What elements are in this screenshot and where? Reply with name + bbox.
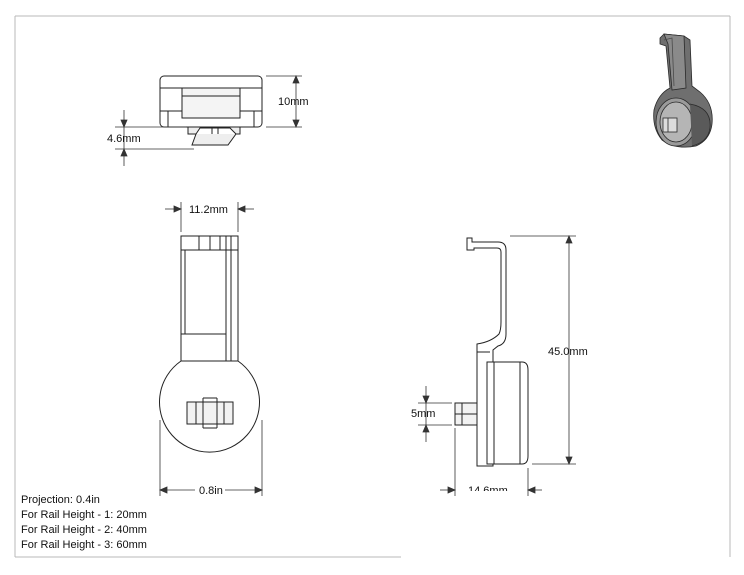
top-view (159, 75, 263, 146)
note-rail-2: For Rail Height - 2: 40mm (21, 524, 147, 536)
dim-wheel-width (158, 420, 264, 496)
dim-peg-height-label: 5mm (411, 408, 435, 420)
note-projection: Projection: 0.4in (21, 494, 100, 506)
dim-top-height (266, 74, 302, 129)
dim-side-height (510, 234, 576, 466)
dim-front-width (165, 202, 254, 232)
dim-top-height-label: 10mm (278, 96, 309, 108)
sheet-border (14, 15, 731, 558)
dim-peg-height (418, 386, 452, 442)
dim-wheel-width-label: 0.8in (199, 485, 223, 497)
side-view (454, 237, 529, 467)
isometric-preview (653, 33, 713, 148)
dim-tab-depth-label: 4.6mm (107, 133, 141, 145)
dim-front-width-label: 11.2mm (189, 204, 228, 216)
dim-side-depth-label: 14.6mm (468, 485, 508, 497)
dim-side-depth (440, 428, 542, 496)
note-rail-1: For Rail Height - 1: 20mm (21, 509, 147, 521)
dim-tab-depth (115, 110, 194, 166)
dim-side-height-label: 45.0mm (548, 346, 588, 358)
front-view (159, 235, 260, 453)
note-rail-3: For Rail Height - 3: 60mm (21, 539, 147, 551)
